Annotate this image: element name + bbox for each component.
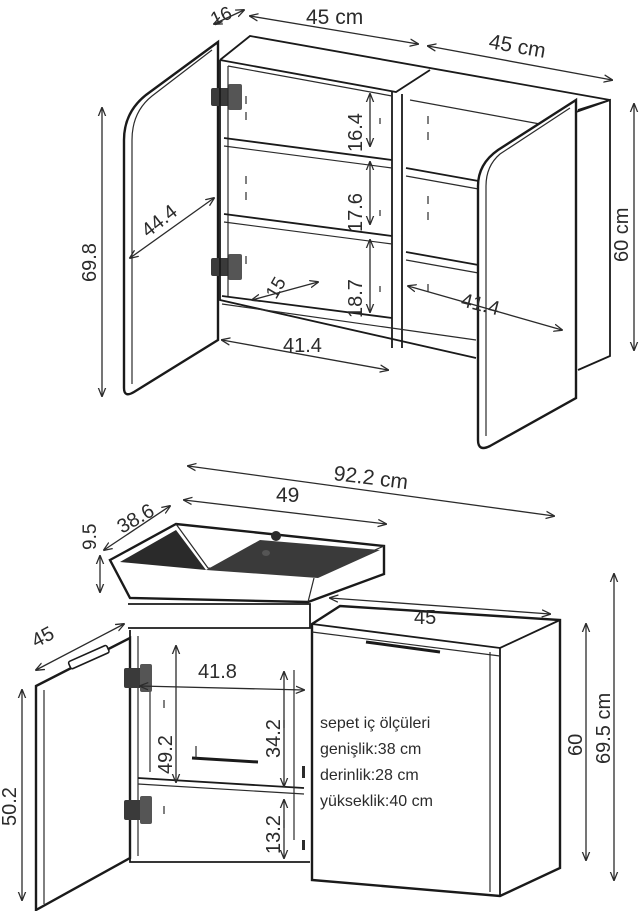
- dim-lower-door-height: 50.2: [0, 787, 21, 826]
- basket-note-height: yükseklik:40 cm: [320, 793, 433, 810]
- basket-note: sepet iç ölçüleri genişlik:38 cm derinli…: [320, 715, 433, 810]
- dim-lower-total-width: 92.2 cm: [332, 462, 409, 494]
- dim-lower-inner-mid: 34.2: [263, 719, 285, 758]
- faucet-hole-icon: [271, 531, 281, 541]
- drain-icon: [262, 550, 270, 556]
- dim-upper-door-height: 69.8: [79, 243, 101, 282]
- dim-sink-depth: 38.6: [114, 500, 159, 539]
- dim-sink-height: 9.5: [80, 524, 101, 550]
- dim-lower-door-depth: 45: [28, 623, 58, 653]
- dim-upper-shelf-1: 16.4: [345, 113, 367, 152]
- lower-cabinet: [34, 522, 562, 911]
- dim-upper-height-right: 60 cm: [611, 208, 633, 262]
- upper-hinge-top-icon: [211, 84, 242, 110]
- dim-upper-depth: 16: [207, 3, 235, 31]
- dim-upper-width-left: 45 cm: [306, 6, 363, 29]
- dim-lower-inner-height: 49.2: [155, 735, 177, 774]
- basket-rail: [191, 756, 259, 764]
- dim-lower-inner-low: 13.2: [263, 815, 285, 854]
- lower-dimensions: 92.2 cm 38.6 49 9.5 45 45 41.8 49.2 34.2…: [0, 462, 615, 900]
- dim-lower-inner-width: 41.8: [198, 661, 237, 683]
- dim-upper-shelf-3: 18.7: [345, 279, 367, 318]
- dim-lower-total-height: 69.5 cm: [593, 693, 615, 764]
- dim-upper-inner-depth: 15: [262, 274, 291, 303]
- upper-cabinet: [122, 35, 611, 450]
- lower-left-door: [34, 636, 132, 911]
- dim-upper-shelf-2: 17.6: [345, 193, 367, 232]
- basket-note-title: sepet iç ölçüleri: [320, 715, 430, 732]
- basket-note-width: genişlik:38 cm: [320, 741, 421, 758]
- dim-lower-right-height: 60: [565, 734, 587, 756]
- right-cabinet-handle: [365, 640, 441, 654]
- dim-upper-inner-width-left: 41.4: [283, 335, 322, 357]
- lower-hinge-top-icon: [124, 664, 152, 692]
- lower-hinge-bottom-icon: [124, 796, 152, 824]
- dim-sink-width: 49: [276, 484, 299, 507]
- upper-right-door: [476, 97, 578, 450]
- dim-lower-right-width: 45: [414, 607, 436, 629]
- upper-hinge-bottom-icon: [211, 254, 242, 280]
- basket-note-depth: derinlik:28 cm: [320, 767, 419, 784]
